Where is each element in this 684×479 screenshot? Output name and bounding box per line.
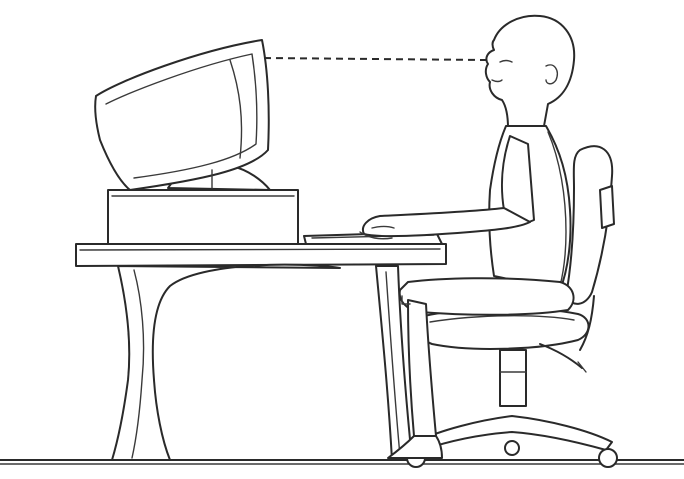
desk: [76, 244, 446, 460]
monitor: [95, 40, 270, 190]
floor: [0, 460, 684, 464]
caster-center: [505, 441, 519, 455]
eye-level-sightline: [264, 58, 486, 60]
computer-case: [108, 190, 298, 244]
caster-right: [599, 449, 617, 467]
